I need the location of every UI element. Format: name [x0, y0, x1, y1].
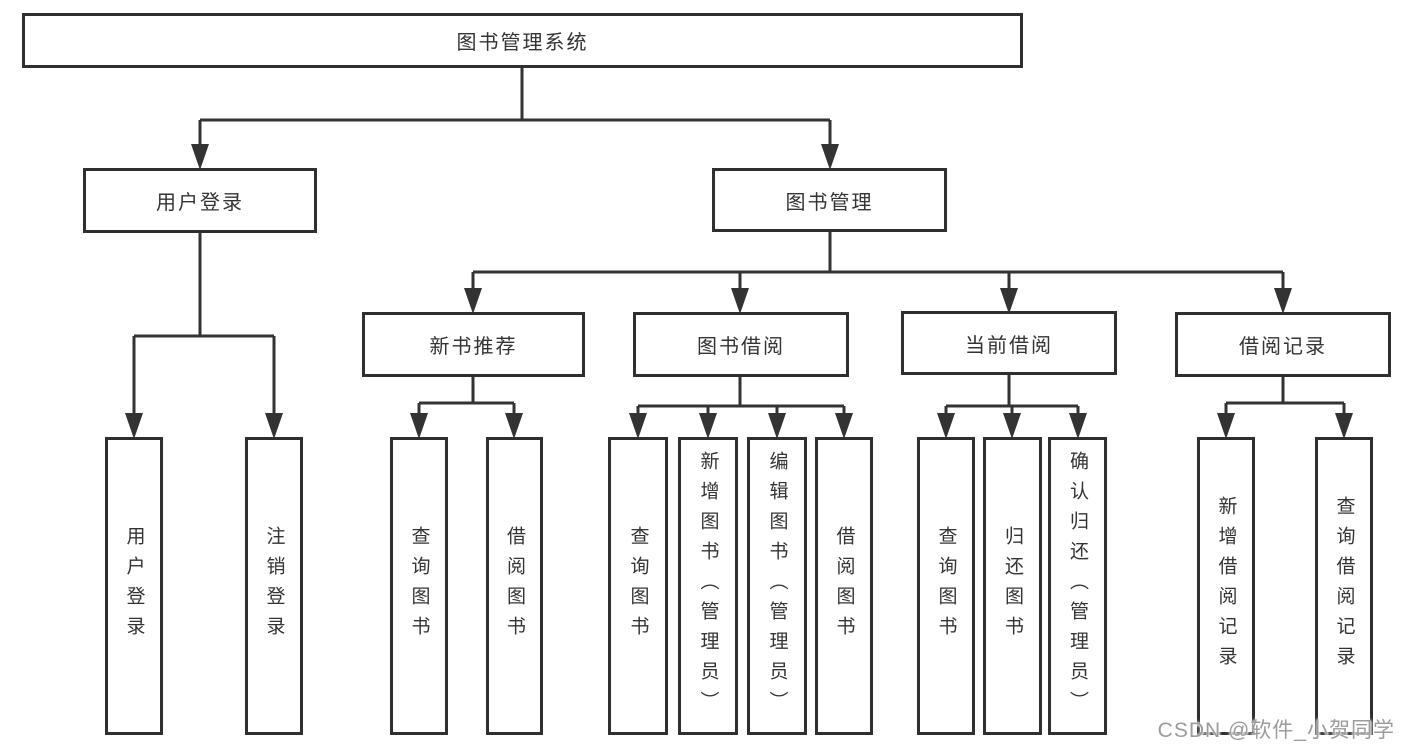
node-user-login: 用户登录 — [83, 168, 317, 233]
node-label: 图书管理 — [785, 191, 874, 214]
node-label: 图书借阅 — [697, 336, 785, 358]
leaf-return-books: 归还图书 — [983, 437, 1042, 735]
leaf-label: 用户登录 — [123, 526, 145, 646]
leaf-query-books-borrow: 查询图书 — [608, 437, 668, 735]
connector-current-borrow-children — [937, 375, 1087, 439]
leaf-label: 查询图书 — [627, 526, 649, 646]
node-borrow-records: 借阅记录 — [1175, 312, 1391, 377]
leaf-borrow-books-recommend: 借阅图书 — [486, 437, 543, 735]
leaf-label: 归还图书 — [1002, 526, 1023, 646]
leaf-add-books-admin: 新增图书（管理员） — [678, 437, 738, 735]
connector-user-login-children — [125, 233, 283, 439]
leaf-label: 编辑图书（管理员） — [766, 451, 788, 721]
leaf-query-books-recommend: 查询图书 — [390, 437, 448, 735]
leaf-label: 确认归还（管理员） — [1067, 451, 1088, 721]
leaf-label: 新增借阅记录 — [1215, 496, 1237, 676]
node-label: 用户登录 — [156, 192, 244, 214]
leaf-logout-login: 注销登录 — [245, 437, 303, 735]
node-label: 当前借阅 — [965, 334, 1053, 357]
node-label: 图书管理系统 — [456, 32, 589, 54]
node-new-book-recommend: 新书推荐 — [362, 312, 585, 377]
leaf-label: 注销登录 — [263, 526, 285, 646]
leaf-borrow-books: 借阅图书 — [815, 437, 873, 735]
leaf-user-login: 用户登录 — [105, 437, 163, 735]
connector-root-to-level2 — [191, 68, 839, 170]
leaf-label: 查询借阅记录 — [1333, 496, 1355, 676]
leaf-confirm-return-admin: 确认归还（管理员） — [1048, 437, 1107, 735]
leaf-add-borrow-record: 新增借阅记录 — [1197, 437, 1255, 735]
node-library-management-system: 图书管理系统 — [22, 13, 1023, 68]
leaf-label: 借阅图书 — [833, 526, 855, 646]
node-book-management: 图书管理 — [712, 168, 947, 232]
leaf-query-borrow-record: 查询借阅记录 — [1315, 437, 1373, 735]
csdn-watermark: CSDN @软件_小贺同学 — [1157, 719, 1395, 742]
connector-new-book-recommend-children — [410, 377, 523, 439]
leaf-label: 借阅图书 — [504, 526, 525, 646]
connector-book-borrow-children — [629, 377, 853, 439]
leaf-edit-books-admin: 编辑图书（管理员） — [747, 437, 807, 735]
leaf-label: 新增图书（管理员） — [697, 451, 719, 721]
leaf-label: 查询图书 — [408, 526, 430, 646]
node-book-borrow: 图书借阅 — [633, 312, 849, 377]
connector-book-management-children — [464, 232, 1292, 314]
connector-borrow-records-children — [1217, 377, 1353, 439]
leaf-query-books-current: 查询图书 — [917, 437, 975, 735]
node-current-borrow: 当前借阅 — [901, 311, 1117, 375]
leaf-label: 查询图书 — [935, 526, 957, 646]
node-label: 新书推荐 — [429, 336, 518, 358]
node-label: 借阅记录 — [1239, 336, 1327, 358]
